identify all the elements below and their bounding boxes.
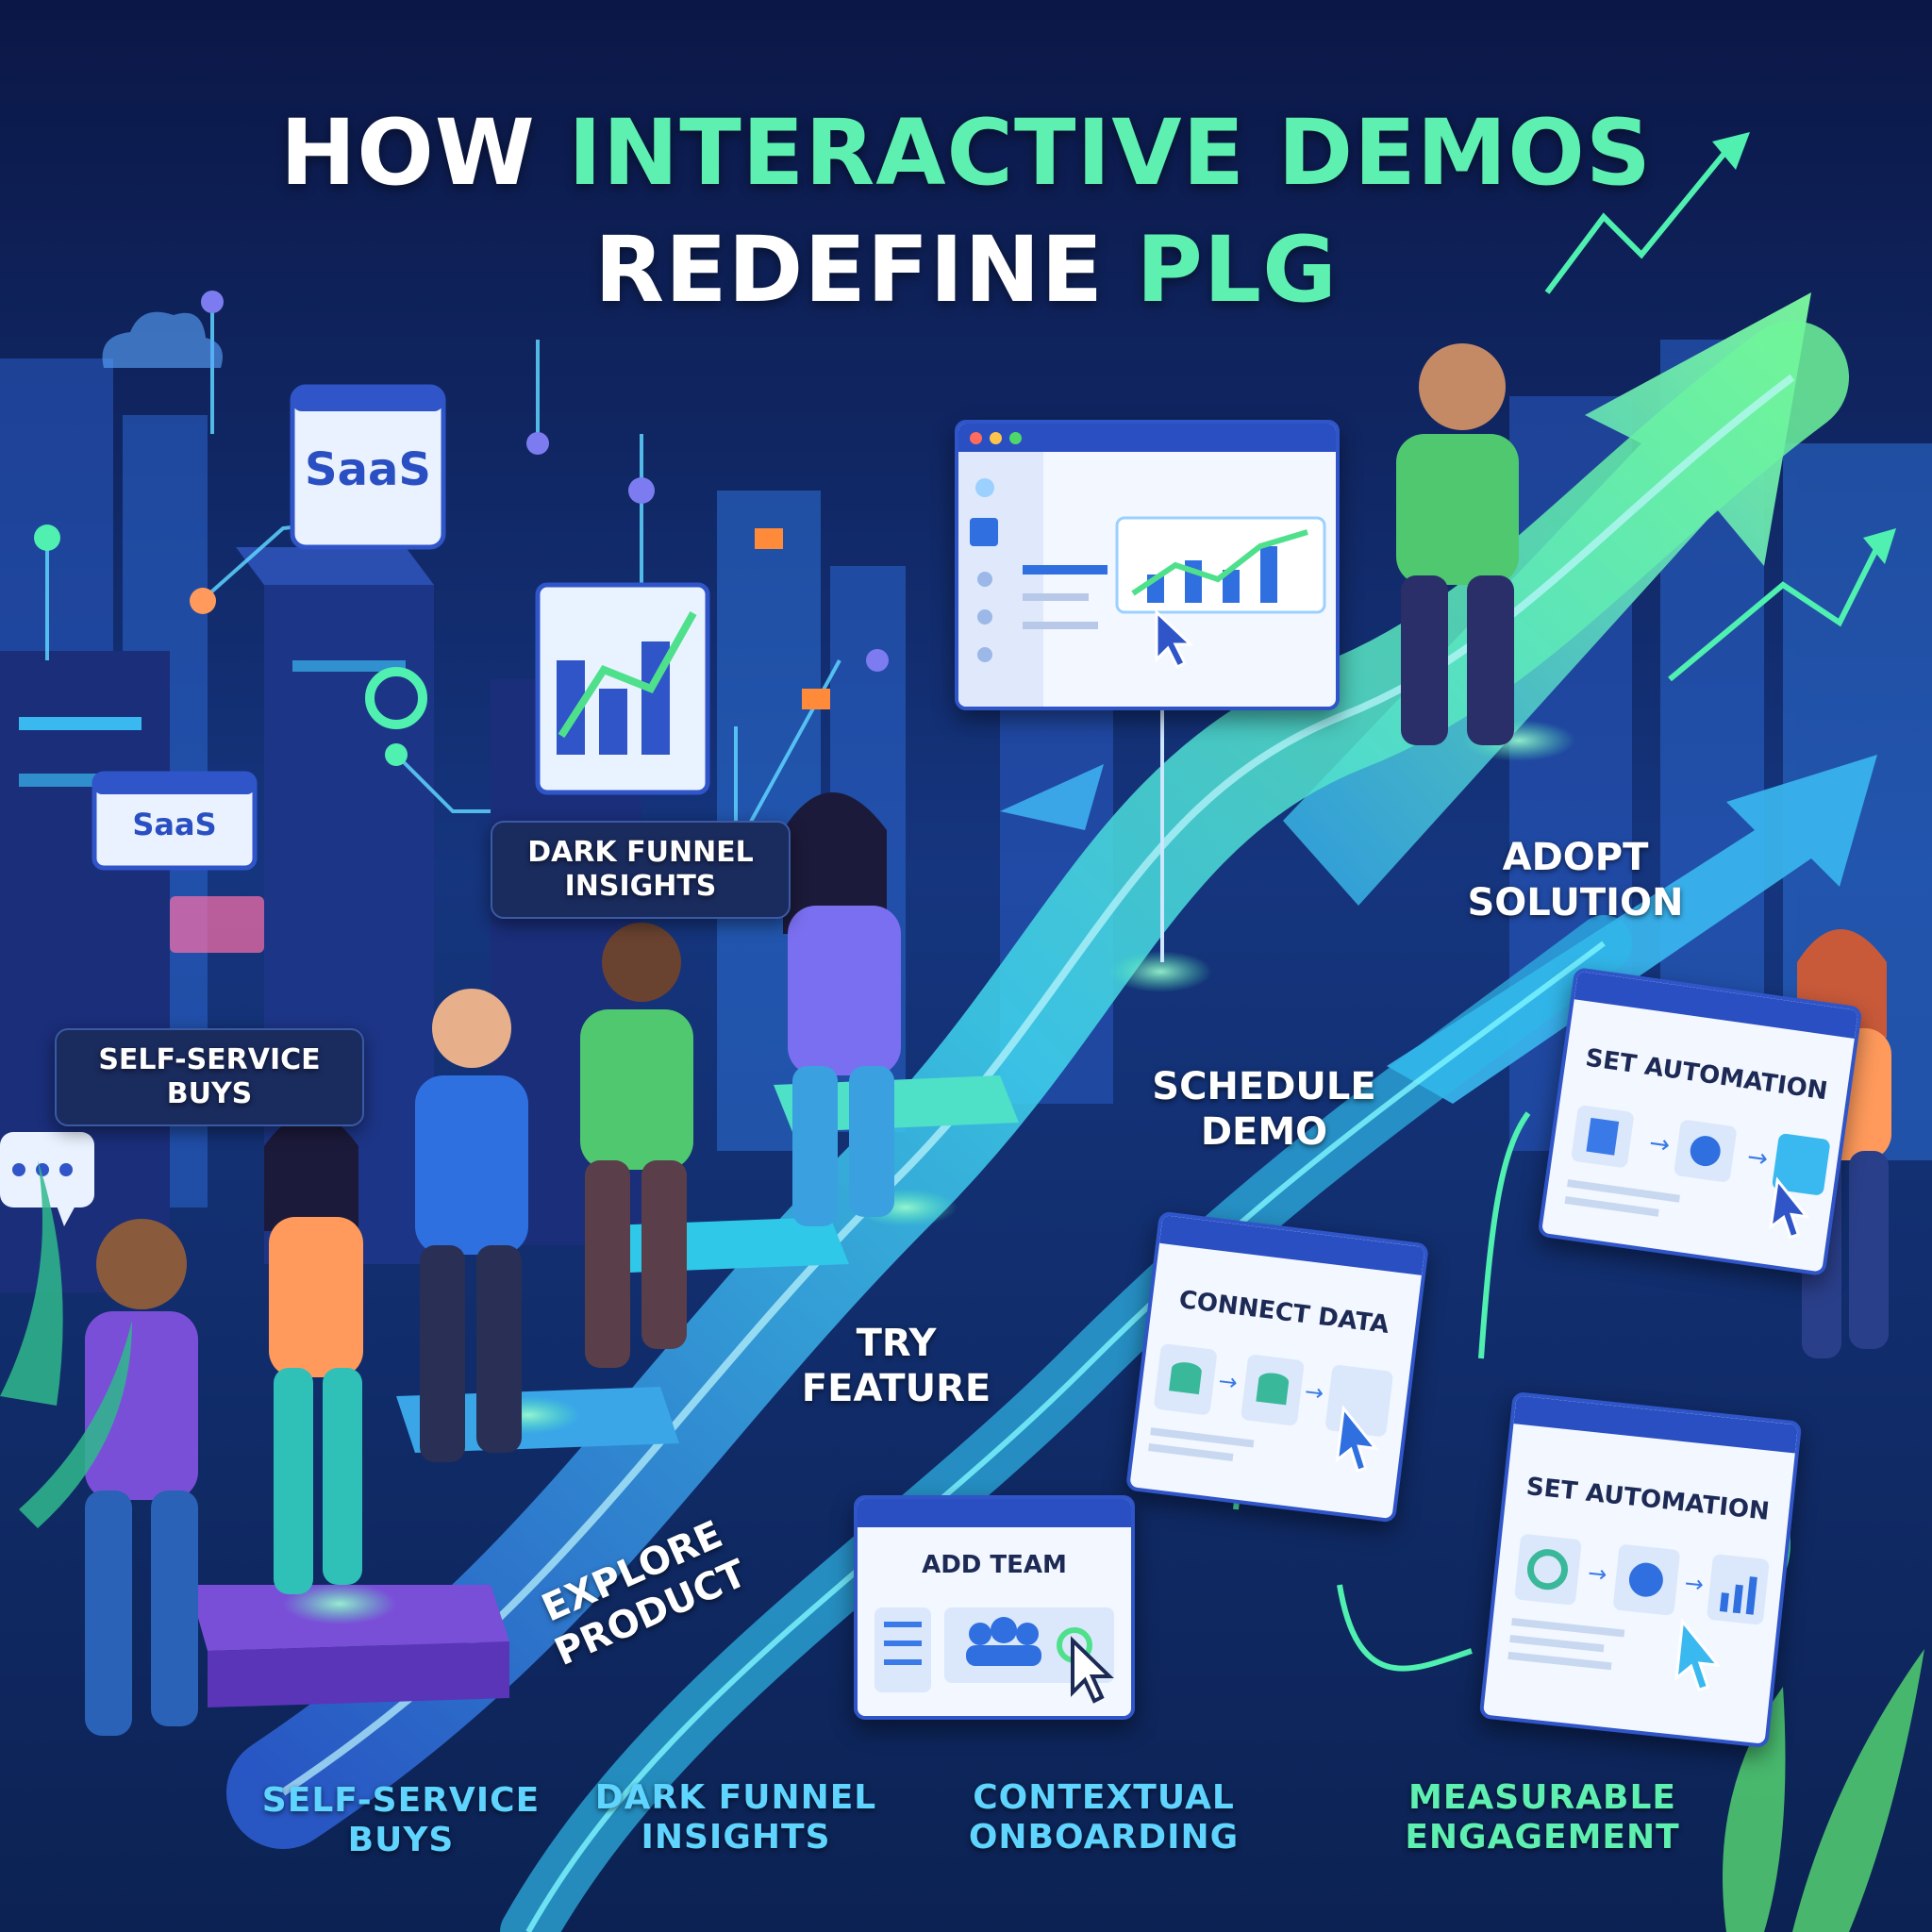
plant-right: [1723, 1649, 1924, 1932]
window-add-team-titlebar: [858, 1499, 1131, 1527]
window-set-automation-bottom: SET AUTOMATION → →: [1478, 1391, 1803, 1749]
window-add-team: ADD TEAM: [854, 1495, 1135, 1720]
svg-text:→: →: [1683, 1570, 1705, 1598]
bottom-label-4-line-1: MEASURABLE: [1408, 1778, 1676, 1817]
bottom-label-2-line-1: DARK FUNNEL: [594, 1778, 877, 1817]
callout-dark-funnel-line-1: DARK FUNNEL: [527, 836, 754, 869]
label-schedule-line-1: SCHEDULE: [1152, 1065, 1376, 1108]
label-try-feature: TRY FEATURE: [783, 1321, 1009, 1411]
person-5: [783, 792, 901, 1226]
callout-self-service-line-1: SELF-SERVICE: [98, 1043, 321, 1076]
bottom-label-3-line-1: CONTEXTUAL: [973, 1778, 1235, 1817]
window-connect-data: CONNECT DATA → →: [1124, 1210, 1430, 1524]
circuit-nodes: [34, 291, 889, 766]
window-dashboard-titlebar: [958, 424, 1336, 452]
callout-dark-funnel: DARK FUNNEL INSIGHTS: [491, 821, 791, 919]
saas-sign-large: [290, 384, 446, 550]
title-line-1-accent: INTERACTIVE DEMOS: [568, 100, 1653, 206]
bottom-label-1-line-1: SELF-SERVICE: [261, 1781, 541, 1820]
bottom-label-measurable-engagement: MEASURABLE ENGAGEMENT: [1382, 1778, 1703, 1857]
svg-text:→: →: [1587, 1559, 1608, 1588]
add-team-content: [874, 1607, 1114, 1704]
svg-text:→: →: [1745, 1143, 1770, 1174]
callout-self-service-line-2: BUYS: [166, 1077, 253, 1110]
svg-text:→: →: [1303, 1378, 1324, 1407]
bottom-label-3-line-2: ONBOARDING: [968, 1818, 1240, 1857]
label-try-line-2: FEATURE: [801, 1367, 991, 1410]
plant-left: [0, 1160, 132, 1528]
cursor-icon: [1155, 608, 1194, 670]
label-schedule-demo: SCHEDULE DEMO: [1132, 1064, 1396, 1155]
bottom-label-4-line-2: ENGAGEMENT: [1405, 1818, 1680, 1857]
callout-self-service: SELF-SERVICE BUYS: [55, 1028, 364, 1126]
cursor-icon: [1335, 1405, 1379, 1474]
person-6: [1396, 343, 1519, 745]
cursor-icon: [1071, 1636, 1114, 1704]
title-line-2: REDEFINE PLG: [0, 211, 1932, 328]
person-3: [415, 989, 528, 1462]
cloud-icon: [102, 311, 223, 368]
saas-sign-small: [92, 771, 258, 871]
title-line-1: HOW INTERACTIVE DEMOS: [0, 94, 1932, 211]
page-title: HOW INTERACTIVE DEMOS REDEFINE PLG: [0, 94, 1932, 328]
callout-dark-funnel-line-2: INSIGHTS: [564, 870, 717, 903]
label-adopt-line-1: ADOPT: [1502, 836, 1649, 879]
cursor-icon: [1674, 1618, 1722, 1692]
gear-icon: [1690, 1136, 1721, 1167]
automation-flow-top: → →: [1564, 1105, 1830, 1240]
bottom-label-dark-funnel: DARK FUNNEL INSIGHTS: [575, 1778, 896, 1857]
title-line-1-plain: HOW: [279, 100, 569, 206]
bottom-label-2-line-2: INSIGHTS: [641, 1818, 831, 1857]
dashboard-chart: [958, 452, 1326, 707]
label-adopt-solution: ADOPT SOLUTION: [1443, 835, 1707, 925]
automation-flow-bottom: → →: [1507, 1534, 1770, 1692]
person-2: [264, 1113, 363, 1594]
person-1: [85, 1219, 198, 1736]
svg-text:→: →: [1647, 1129, 1672, 1160]
window-add-team-title: ADD TEAM: [922, 1551, 1067, 1579]
svg-text:→: →: [1217, 1368, 1239, 1396]
saas-sign-small-text: SaaS: [132, 807, 217, 842]
label-schedule-line-2: DEMO: [1200, 1110, 1328, 1154]
title-line-2-plain: REDEFINE: [594, 217, 1137, 323]
mini-chart-window: [535, 582, 710, 795]
bottom-label-self-service: SELF-SERVICE BUYS: [241, 1781, 561, 1860]
saas-sign-large-text: SaaS: [305, 443, 431, 496]
person-4: [580, 923, 693, 1368]
bottom-label-contextual-onboarding: CONTEXTUAL ONBOARDING: [943, 1778, 1264, 1857]
cursor-icon: [1769, 1176, 1810, 1240]
window-dashboard: [955, 420, 1340, 710]
refresh-icon: [1526, 1549, 1568, 1591]
connect-data-flow: → →: [1148, 1343, 1393, 1474]
title-line-2-accent: PLG: [1136, 217, 1338, 323]
window-set-automation-top: SET AUTOMATION → →: [1537, 966, 1863, 1277]
cursor-arrow-flying: [1000, 764, 1104, 830]
label-try-line-1: TRY: [856, 1322, 937, 1365]
bottom-label-1-line-2: BUYS: [347, 1821, 455, 1859]
gear-icon: [1628, 1562, 1663, 1597]
label-adopt-line-2: SOLUTION: [1467, 881, 1684, 924]
chat-bubble-icon: [0, 1132, 94, 1226]
team-icon: [966, 1617, 1041, 1666]
